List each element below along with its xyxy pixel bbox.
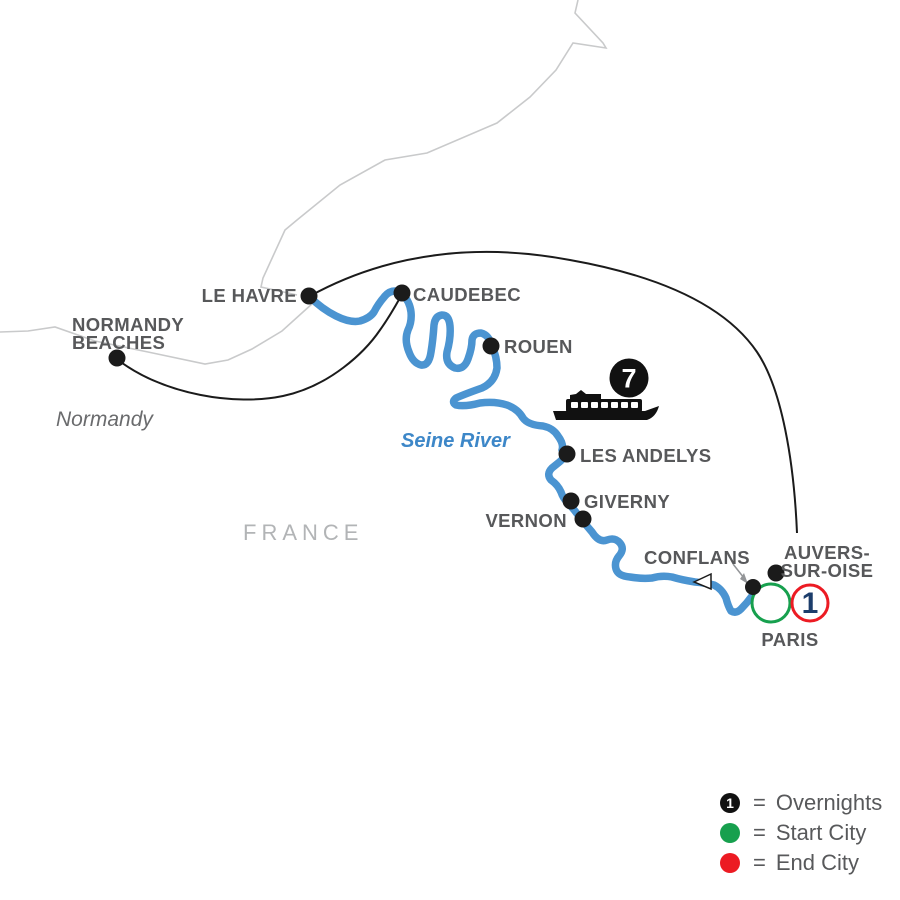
overnight-badge-icon: 1 [720,793,740,813]
city-label-caudebec: CAUDEBEC [413,284,522,305]
city-label-giverny: GIVERNY [584,491,671,512]
start-city-ring [750,582,792,624]
auvers-line1: AUVERS- [783,542,871,563]
legend-row-start-city: = Start City [720,818,882,848]
normandy-beaches-line2: BEACHES [72,332,166,353]
city-label-normandy-beaches: NORMANDY BEACHES [72,314,185,353]
equals-sign: = [753,820,766,845]
conflans-pointer-arrowhead [740,573,748,584]
city-dot-vernon [574,510,592,528]
city-dot-auvers-sur-oise [767,564,785,582]
river-direction-arrow-icon [692,572,712,591]
seine-river-line [306,287,761,616]
coastline-north [260,0,608,296]
city-dot-normandy-beaches [108,349,126,367]
city-label-paris: PARIS [761,629,819,650]
equals-sign: = [753,850,766,875]
city-dot-conflans [745,579,761,595]
normandy-beaches-line1: NORMANDY [72,314,185,335]
city-label-les-andelys: LES ANDELYS [580,445,712,466]
city-label-rouen: ROUEN [504,336,573,357]
ship-overnights-badge-circle [609,358,649,398]
river-label-seine: Seine River [401,430,510,452]
route-arc-le-havre-auvers [309,250,798,534]
ship-overnights-badge-number: 7 [621,363,637,394]
city-label-le-havre: LE HAVRE [201,285,297,306]
end-city-ring [790,583,830,623]
legend-row-end-city: = End City [720,848,882,878]
ship-icon [553,390,659,420]
equals-sign: = [753,790,766,815]
region-label-normandy: Normandy [56,408,153,431]
city-label-auvers-sur-oise: AUVERS- SUR-OISE [780,542,874,581]
legend-row-overnights: 1 = Overnights [720,788,882,818]
end-city-dot-icon [720,853,740,873]
country-label-france: FRANCE [243,520,364,545]
route-curve-normandy-beaches-caudebec [117,295,402,401]
legend-label-start-city: Start City [775,820,867,845]
auvers-line2: SUR-OISE [780,560,874,581]
city-dot-giverny [562,492,580,510]
paris-overnights-number: 1 [801,587,819,620]
legend: 1 = Overnights = Start City = End City [720,788,882,878]
overnight-badge-number: 1 [726,795,734,811]
legend-label-overnights: Overnights [775,790,883,815]
coastline-estuary [0,302,314,365]
city-dot-les-andelys [558,445,576,463]
city-label-conflans: CONFLANS [644,547,750,568]
legend-label-end-city: End City [775,850,860,875]
city-dot-rouen [482,337,500,355]
city-label-vernon: VERNON [485,510,567,531]
start-city-dot-icon [720,823,740,843]
city-dot-le-havre [300,287,318,305]
conflans-pointer-line [732,563,745,579]
city-dot-caudebec [393,284,411,302]
